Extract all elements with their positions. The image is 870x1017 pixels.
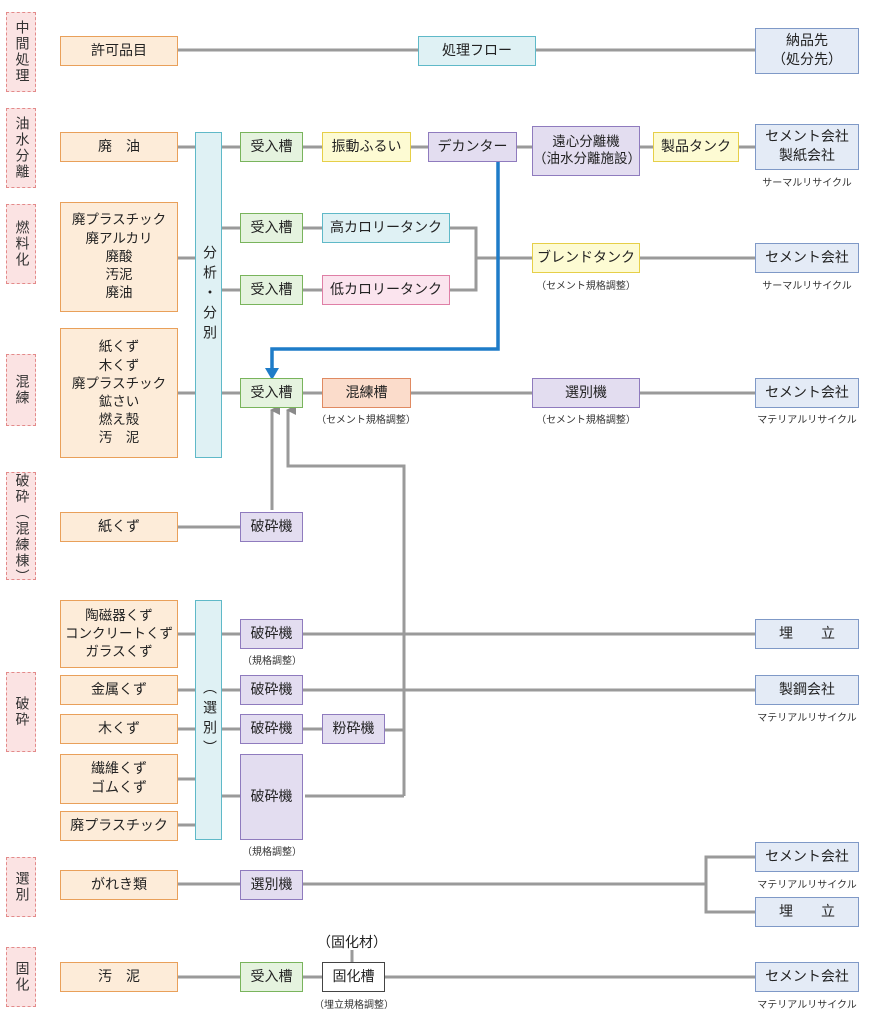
source-paper: 紙くず [60, 512, 178, 542]
header-process-flow: 処理フロー [418, 36, 536, 66]
dest-cement-sorting: セメント会社 [755, 842, 859, 872]
recycle-material-3: マテリアルリサイクル [757, 880, 857, 891]
dest-cement-kneading: セメント会社 [755, 378, 859, 408]
source-knead-group: 紙くず 木くず 廃プラスチック 鉱さい 燃え殻 汚 泥 [60, 328, 178, 458]
category-oil-water: 油水分離 [6, 108, 36, 188]
source-waste-oil: 廃 油 [60, 132, 178, 162]
sorter-kneading-note: （セメント規格調整） [536, 415, 636, 426]
receiving-tank-oil: 受入槽 [240, 132, 303, 162]
recycle-thermal-2: サーマルリサイクル [762, 281, 852, 292]
crusher-fiber-note: （規格調整） [242, 847, 302, 858]
source-plastic: 廃プラスチック [60, 811, 178, 841]
source-fiber-rubber: 繊維くず ゴムくず [60, 754, 178, 804]
category-crush-kneading: 破砕（混練棟） [6, 472, 36, 585]
recycle-material-4: マテリアルリサイクル [757, 1000, 857, 1011]
receiving-tank-fuel-high: 受入槽 [240, 213, 303, 243]
sorting-column: （選別） [195, 600, 222, 840]
category-crushing: 破砕 [6, 672, 36, 752]
dest-cement-paper: セメント会社 製紙会社 [755, 124, 859, 170]
receiving-tank-solidify: 受入槽 [240, 962, 303, 992]
solidify-tank-note: （埋立規格調整） [314, 1000, 394, 1011]
category-intermediate: 中間処理 [6, 12, 36, 92]
blend-tank: ブレンドタンク [532, 243, 640, 273]
category-sorting: 選別 [6, 857, 36, 917]
crusher-metal: 破砕機 [240, 675, 303, 705]
receiving-tank-fuel-low: 受入槽 [240, 275, 303, 305]
dest-landfill-1: 埋 立 [755, 619, 859, 649]
pulverizer: 粉砕機 [322, 714, 385, 744]
receiving-tank-kneading: 受入槽 [240, 378, 303, 408]
vibrating-sieve: 振動ふるい [322, 132, 411, 162]
category-solidify: 固化 [6, 947, 36, 1007]
solidify-tank: 固化槽 [322, 962, 385, 992]
crusher-ceramics: 破砕機 [240, 619, 303, 649]
source-sludge: 汚 泥 [60, 962, 178, 992]
analysis-sorting-column: 分析・分別 [195, 132, 222, 458]
kneading-tank-note: （セメント規格調整） [316, 415, 416, 426]
header-delivery: 納品先 （処分先） [755, 28, 859, 74]
recycle-material-1: マテリアルリサイクル [757, 415, 857, 426]
dest-steel: 製鋼会社 [755, 675, 859, 705]
recycle-material-2: マテリアルリサイクル [757, 713, 857, 724]
low-calorie-tank: 低カロリータンク [322, 275, 450, 305]
recycle-thermal-1: サーマルリサイクル [762, 178, 852, 189]
dest-cement-solidify: セメント会社 [755, 962, 859, 992]
source-metal: 金属くず [60, 675, 178, 705]
category-kneading: 混練 [6, 354, 36, 426]
source-rubble: がれき類 [60, 870, 178, 900]
kneading-tank: 混練槽 [322, 378, 411, 408]
crusher-wood: 破砕機 [240, 714, 303, 744]
high-calorie-tank: 高カロリータンク [322, 213, 450, 243]
solidifier-label: （固化材） [317, 935, 387, 951]
source-fuel-group: 廃プラスチック 廃アルカリ 廃酸 汚泥 廃油 [60, 202, 178, 312]
crusher-fiber-plastic: 破砕機 [240, 754, 303, 840]
decanter: デカンター [428, 132, 517, 162]
header-permitted-items: 許可品目 [60, 36, 178, 66]
dest-cement-fuel: セメント会社 [755, 243, 859, 273]
blend-tank-note: （セメント規格調整） [536, 281, 636, 292]
source-wood: 木くず [60, 714, 178, 744]
centrifuge: 遠心分離機 （油水分離施設） [532, 126, 641, 176]
crusher-paper: 破砕機 [240, 512, 303, 542]
source-ceramics: 陶磁器くず コンクリートくず ガラスくず [60, 600, 178, 668]
product-tank: 製品タンク [653, 132, 739, 162]
sorter-rubble: 選別機 [240, 870, 303, 900]
dest-landfill-2: 埋 立 [755, 897, 859, 927]
category-fuel: 燃料化 [6, 204, 36, 284]
crusher-ceramics-note: （規格調整） [242, 656, 302, 667]
sorter-kneading: 選別機 [532, 378, 640, 408]
